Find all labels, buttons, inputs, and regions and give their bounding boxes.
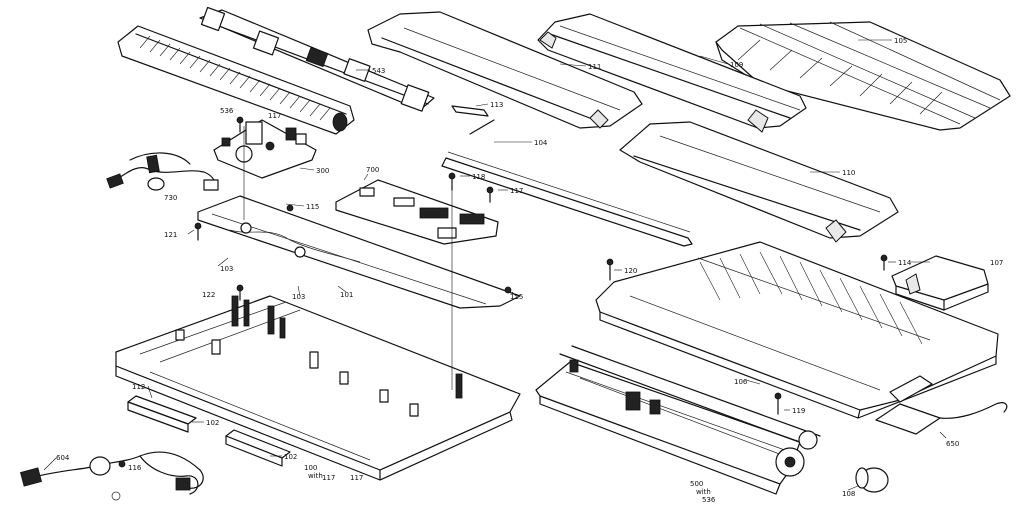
label-113: 113 <box>490 101 503 109</box>
label-106: 106 <box>734 378 748 386</box>
leader-lines <box>43 39 947 491</box>
part-730-cable <box>106 152 219 191</box>
label-102-b: 102 <box>284 453 297 461</box>
part-109-cover <box>537 13 807 133</box>
part-110-front-cover <box>619 121 899 243</box>
label-100-with: with <box>308 472 323 480</box>
part-100-lower-case <box>115 295 521 481</box>
part-604-cable-assembly <box>20 451 204 501</box>
label-117-mid: 117 <box>510 187 523 195</box>
label-111: 111 <box>588 63 601 71</box>
part-111-cover <box>367 11 643 129</box>
label-103-a: 103 <box>220 265 233 273</box>
label-122: 122 <box>202 291 215 299</box>
part-108-knob <box>855 467 889 493</box>
part-300-power-board <box>213 119 317 179</box>
label-119: 119 <box>792 407 805 415</box>
label-116: 116 <box>128 464 142 472</box>
label-107: 107 <box>990 259 1003 267</box>
label-115-a: 115 <box>306 203 319 211</box>
label-109: 109 <box>730 61 743 69</box>
label-118: 118 <box>472 173 485 181</box>
label-115-b: 115 <box>510 293 523 301</box>
label-700: 700 <box>366 166 379 174</box>
part-650-sensor <box>875 402 1008 435</box>
label-112: 112 <box>132 383 145 391</box>
part-107-small-cover <box>891 255 989 311</box>
label-100: 100 <box>304 464 317 472</box>
label-117-bottom: 117 <box>350 474 363 482</box>
label-604: 604 <box>56 454 70 462</box>
screws <box>118 116 888 468</box>
label-500: 500 <box>690 480 703 488</box>
label-120: 120 <box>624 267 637 275</box>
label-103-b: 103 <box>292 293 305 301</box>
part-labels: 105 109 111 110 113 104 543 536 117 300 … <box>56 37 1003 504</box>
label-104: 104 <box>534 139 548 147</box>
label-105: 105 <box>894 37 907 45</box>
label-536: 536 <box>220 107 234 115</box>
label-730: 730 <box>164 194 177 202</box>
label-110: 110 <box>842 169 855 177</box>
label-101: 101 <box>340 291 353 299</box>
label-102-a: 102 <box>206 419 219 427</box>
part-104-rod <box>441 105 693 247</box>
label-300: 300 <box>316 167 329 175</box>
part-101-base-plate <box>197 195 521 309</box>
label-543: 543 <box>372 67 385 75</box>
label-121: 121 <box>164 231 177 239</box>
label-100-sub: 117 <box>322 474 335 482</box>
part-112-102-pads <box>127 395 291 467</box>
label-650: 650 <box>946 440 959 448</box>
label-500-with: with <box>696 488 711 496</box>
label-114: 114 <box>898 259 912 267</box>
label-500-sub: 536 <box>702 496 716 504</box>
label-117-top: 117 <box>268 112 281 120</box>
label-108: 108 <box>842 490 855 498</box>
part-105-paper-guide <box>715 21 1011 131</box>
upper-cabinet <box>595 241 999 419</box>
part-700-control-board <box>335 179 499 245</box>
part-500-mechanism <box>535 345 821 495</box>
platen-roller <box>117 25 355 135</box>
